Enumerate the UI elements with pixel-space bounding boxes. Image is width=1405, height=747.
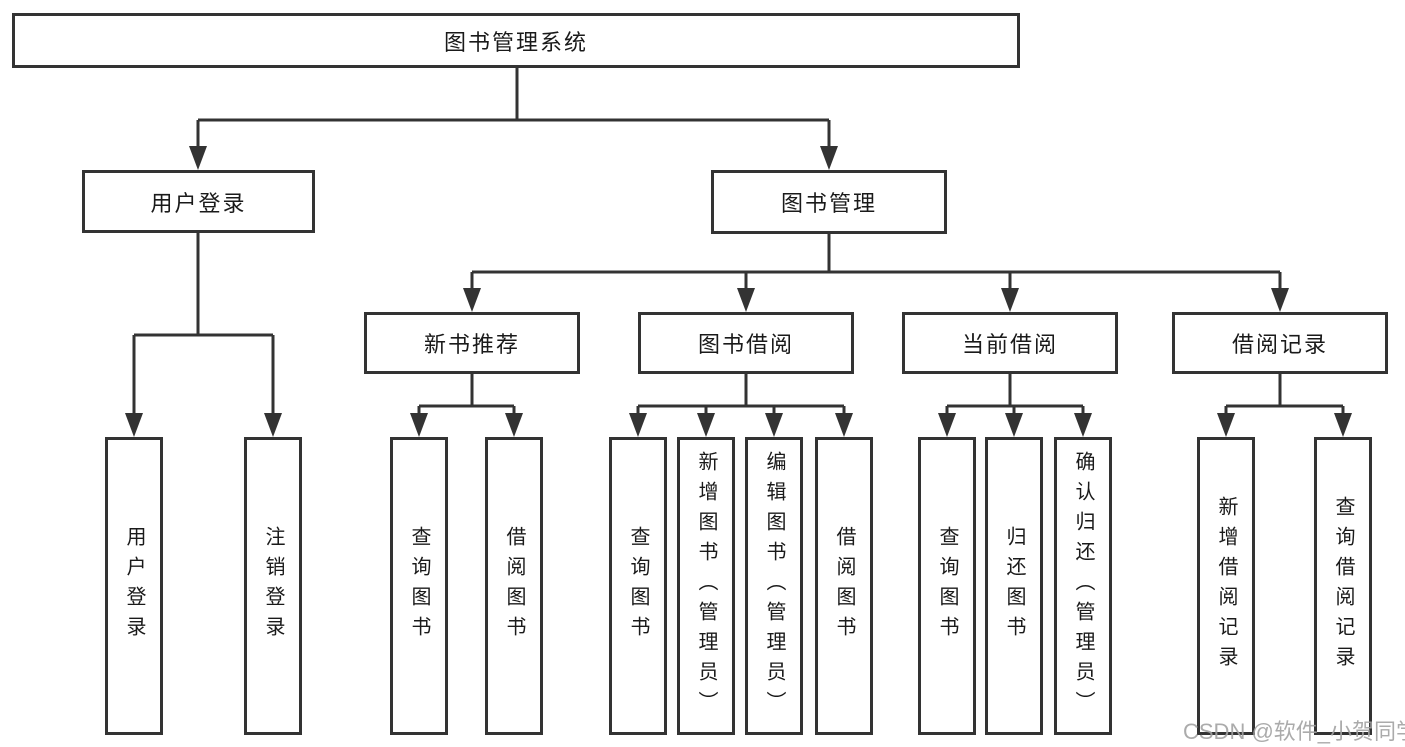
node-label: 确认归还（管理员）: [1072, 451, 1094, 721]
leaf-recommend-query-books: 查询图书: [390, 437, 448, 735]
leaf-record-add-borrow-record: 新增借阅记录: [1197, 437, 1255, 735]
node-root: 图书管理系统: [12, 13, 1020, 68]
node-label: 查询图书: [408, 526, 430, 646]
node-label: 用户登录: [123, 526, 145, 646]
leaf-user-login: 用户登录: [105, 437, 163, 735]
node-book-management: 图书管理: [711, 170, 947, 234]
csdn-watermark: CSDN @软件_小贺同学: [1183, 719, 1405, 744]
node-label: 查询图书: [627, 526, 649, 646]
node-label: 图书管理系统: [443, 29, 588, 55]
leaf-recommend-borrow-books: 借阅图书: [485, 437, 543, 735]
node-label: 借阅记录: [1231, 332, 1328, 357]
node-book-borrow: 图书借阅: [638, 312, 854, 374]
node-label: 图书借阅: [697, 332, 794, 357]
node-user-login: 用户登录: [82, 170, 315, 233]
leaf-borrow-borrow-books: 借阅图书: [815, 437, 873, 735]
node-label: 编辑图书（管理员）: [763, 451, 785, 721]
node-label: 注销登录: [262, 526, 284, 646]
node-label: 归还图书: [1003, 526, 1025, 646]
node-label: 用户登录: [150, 190, 247, 216]
node-label: 查询借阅记录: [1332, 496, 1354, 676]
leaf-borrow-add-books-admin: 新增图书（管理员）: [677, 437, 735, 735]
node-label: 借阅图书: [833, 526, 855, 646]
node-label: 图书管理: [780, 191, 877, 216]
leaf-borrow-edit-books-admin: 编辑图书（管理员）: [745, 437, 803, 735]
node-label: 新增借阅记录: [1215, 496, 1237, 676]
node-new-book-recommend: 新书推荐: [364, 312, 580, 374]
leaf-record-query-borrow-record: 查询借阅记录: [1314, 437, 1372, 735]
node-label: 查询图书: [936, 526, 958, 646]
node-borrow-record: 借阅记录: [1172, 312, 1388, 374]
node-label: 新增图书（管理员）: [695, 451, 717, 721]
leaf-logout: 注销登录: [244, 437, 302, 735]
node-label: 借阅图书: [503, 526, 525, 646]
node-label: 当前借阅: [961, 332, 1058, 357]
node-current-borrow: 当前借阅: [902, 312, 1118, 374]
leaf-current-query-books: 查询图书: [918, 437, 976, 735]
node-label: 新书推荐: [423, 332, 520, 357]
leaf-borrow-query-books: 查询图书: [609, 437, 667, 735]
leaf-current-return-books: 归还图书: [985, 437, 1043, 735]
leaf-current-confirm-return-admin: 确认归还（管理员）: [1054, 437, 1112, 735]
